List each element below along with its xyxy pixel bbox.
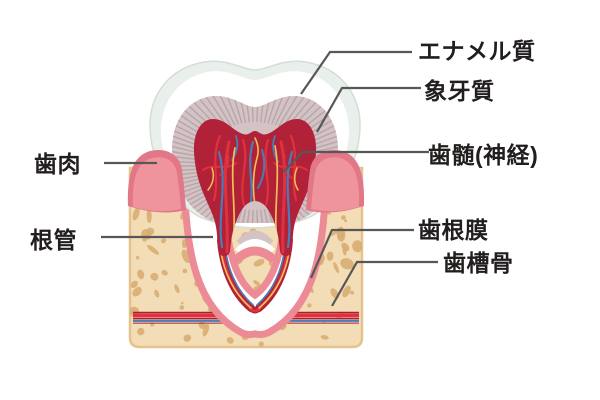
label-dentin: 象牙質 xyxy=(424,78,495,104)
label-pulp: 歯髄(神経) xyxy=(428,142,538,168)
gum-right-inner xyxy=(311,157,360,212)
label-root-canal: 根管 xyxy=(30,227,77,253)
label-gingiva: 歯肉 xyxy=(34,151,81,177)
gum-left-inner xyxy=(132,157,181,212)
leader-lines xyxy=(101,50,438,307)
leader-line-periodontal-ligament xyxy=(309,228,414,279)
leader-line-alveolar-bone xyxy=(331,260,438,307)
leader-line-pulp xyxy=(282,150,429,173)
pulp-vessels xyxy=(202,134,308,254)
label-alveolar-bone: 歯槽骨 xyxy=(443,250,514,276)
gingiva-region xyxy=(127,149,365,213)
leader-line-enamel xyxy=(300,50,412,95)
furcation-region xyxy=(232,230,278,264)
leader-line-dentin xyxy=(316,86,421,133)
labels: エナメル質 象牙質 歯髄(神経) 歯肉 根管 歯根膜 歯槽骨 xyxy=(30,38,538,276)
label-enamel: エナメル質 xyxy=(418,38,536,64)
label-periodontal-ligament: 歯根膜 xyxy=(418,217,489,243)
